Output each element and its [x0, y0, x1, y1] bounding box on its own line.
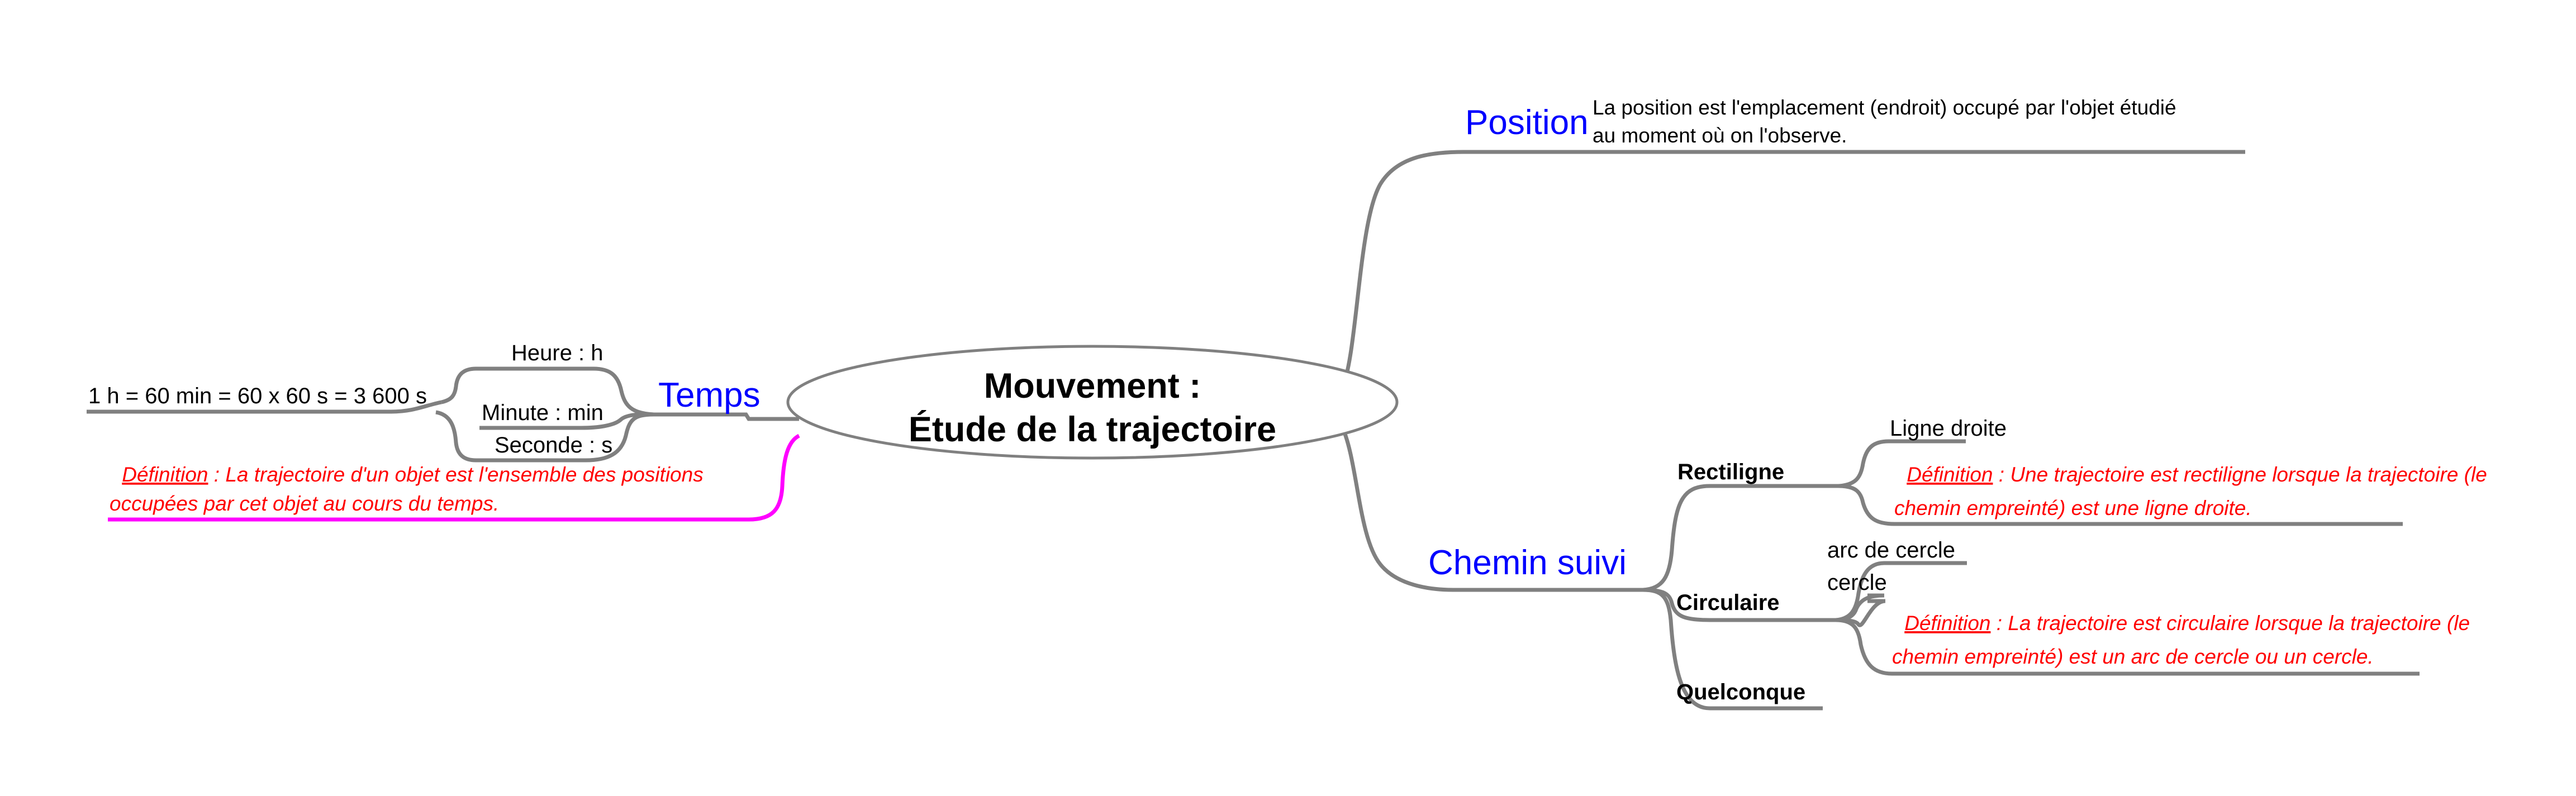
subtopic-rectiligne[interactable]: Rectiligne	[1677, 460, 1784, 484]
central-topic-line2: Étude de la trajectoire	[909, 410, 1276, 449]
circulaire-definition-line1: Définition : La trajectoire est circulai…	[1892, 612, 2477, 635]
branch-line-temps-seconde	[492, 412, 654, 463]
topic-chemin-suivi[interactable]: Chemin suivi	[1428, 544, 1627, 582]
central-topic-ellipse[interactable]	[786, 345, 1399, 460]
leaf-ligne-droite[interactable]: Ligne droite	[1890, 416, 2007, 441]
definition-keyword: Définition	[1907, 463, 1993, 486]
branch-line-circulaire-definition	[1835, 618, 2420, 676]
rectiligne-definition-line1: Définition : Une trajectoire est rectili…	[1894, 463, 2494, 486]
branch-line-ligne-droite	[1838, 439, 1966, 488]
branch-line-chemin-suivi	[1339, 423, 1643, 592]
leaf-seconde[interactable]: Seconde : s	[495, 433, 612, 457]
branch-line-temps-bracket-lower	[435, 410, 492, 463]
trajectoire-definition-line1: Définition : La trajectoire d'un objet e…	[110, 463, 711, 486]
definition-rest: : Une trajectoire est rectiligne lorsque…	[1993, 463, 2487, 486]
leaf-minute[interactable]: Minute : min	[482, 401, 603, 425]
leaf-arc-de-cercle[interactable]: arc de cercle	[1827, 538, 1955, 563]
branch-line-temps-minute	[479, 412, 654, 430]
branch-line-temps	[654, 412, 799, 421]
branch-line-quelconque	[1642, 588, 1823, 711]
central-topic-line1: Mouvement :	[984, 366, 1201, 406]
branch-line-position	[1339, 150, 2245, 392]
leaf-heure[interactable]: Heure : h	[511, 341, 603, 365]
branch-line-cercle-underline	[1835, 593, 1885, 622]
definition-keyword: Définition	[1904, 612, 1990, 635]
definition-rest: : La trajectoire d'un objet est l'ensemb…	[208, 463, 704, 486]
branch-line-rectiligne-definition	[1838, 484, 2403, 526]
branch-line-rectiligne	[1642, 484, 1838, 592]
branch-line-trajectoire-definition	[108, 433, 800, 522]
leaf-cercle[interactable]: cercle	[1827, 570, 1887, 595]
position-note-line1: La position est l'emplacement (endroit) …	[1593, 96, 2176, 119]
branch-line-conversion	[87, 400, 442, 414]
note-conversion: 1 h = 60 min = 60 x 60 s = 3 600 s	[88, 384, 427, 408]
trajectoire-definition-line2: occupées par cet objet au cours du temps…	[110, 492, 499, 515]
circulaire-definition-line2: chemin empreinté) est un arc de cercle o…	[1892, 645, 2374, 668]
branch-line-temps-bracket	[441, 366, 508, 404]
definition-keyword: Définition	[122, 463, 208, 486]
topic-position[interactable]: Position	[1465, 103, 1589, 142]
definition-rest: : La trajectoire est circulaire lorsque …	[1991, 612, 2470, 635]
subtopic-circulaire[interactable]: Circulaire	[1676, 590, 1780, 615]
rectiligne-definition-line2: chemin empreinté) est une ligne droite.	[1894, 497, 2252, 519]
position-note-line2: au moment où on l'observe.	[1593, 124, 1847, 147]
topic-temps[interactable]: Temps	[658, 376, 761, 414]
subtopic-quelconque[interactable]: Quelconque	[1676, 680, 1805, 704]
branch-line-temps-heure	[508, 366, 654, 417]
